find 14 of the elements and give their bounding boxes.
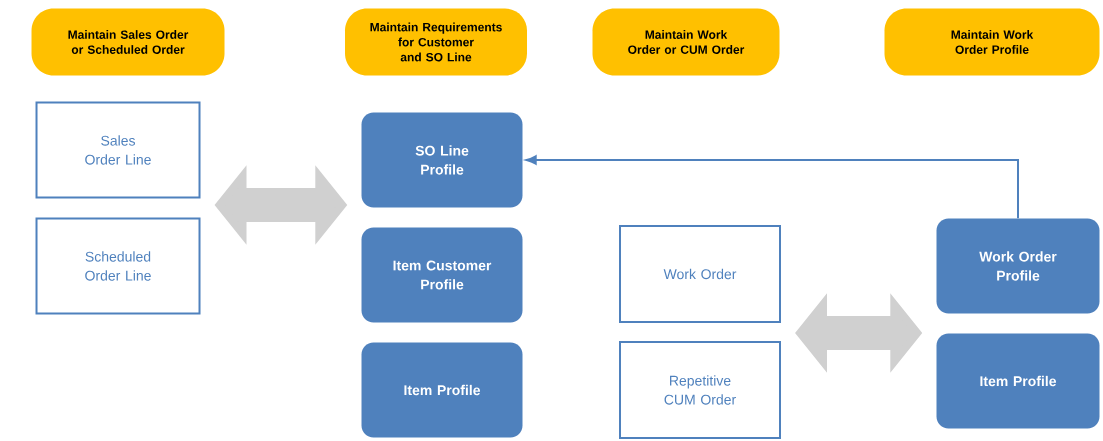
heading-pill: Maintain Requirements for Customer and SO Line: [345, 8, 527, 76]
record-box: Sales Order Line: [35, 101, 201, 199]
profile-box: Work Order Profile: [936, 218, 1100, 314]
profile-box: SO Line Profile: [361, 112, 523, 208]
profile-box: Item Customer Profile: [361, 227, 523, 323]
heading-pill: Maintain Sales Order or Scheduled Order: [31, 8, 225, 76]
profile-box: Item Profile: [936, 333, 1100, 429]
record-box: Work Order: [619, 225, 781, 323]
heading-pill: Maintain Work Order or CUM Order: [592, 8, 780, 76]
arrow: [525, 155, 1019, 220]
record-box: Scheduled Order Line: [35, 217, 201, 315]
profile-box: Item Profile: [361, 342, 523, 438]
heading-pill: Maintain Work Order Profile: [884, 8, 1100, 76]
record-box: Repetitive CUM Order: [619, 341, 781, 439]
